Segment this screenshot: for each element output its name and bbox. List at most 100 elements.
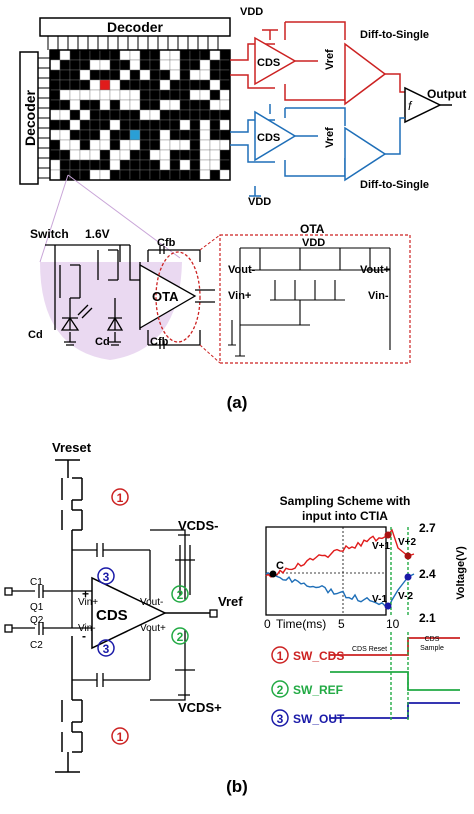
pixel-cell bbox=[59, 159, 71, 171]
pixel-cell bbox=[209, 159, 221, 171]
pixel-cell bbox=[119, 109, 131, 121]
c1-label: C1 bbox=[30, 577, 43, 588]
output-buffer-symbol: f bbox=[408, 99, 413, 113]
pixel-cell bbox=[209, 149, 221, 161]
pixel-cell bbox=[199, 109, 211, 121]
pixel-cell bbox=[139, 89, 151, 101]
pixel-cell bbox=[99, 59, 111, 71]
red-trace bbox=[265, 528, 415, 578]
pixel-cell bbox=[139, 139, 151, 151]
pixel-cell bbox=[109, 69, 121, 81]
pixel-cell bbox=[139, 129, 151, 141]
minus-sign: - bbox=[82, 629, 86, 643]
pixel-cell bbox=[109, 119, 121, 131]
pixel-cell bbox=[69, 69, 81, 81]
pixel-cell bbox=[129, 149, 141, 161]
pixel-cell bbox=[219, 89, 231, 101]
pixel-cell bbox=[89, 109, 101, 121]
pixel-cell bbox=[89, 59, 101, 71]
pixel-cell bbox=[79, 49, 91, 61]
pixel-cell bbox=[79, 139, 91, 151]
bottom-switches bbox=[55, 636, 83, 773]
pixel-cell bbox=[209, 109, 221, 121]
pixel-cell bbox=[169, 79, 181, 91]
pixel-cell bbox=[119, 159, 131, 171]
pixel-cell bbox=[189, 79, 201, 91]
pixel-cell bbox=[129, 99, 141, 111]
pixel-cell bbox=[209, 69, 221, 81]
cds-sample-line1: CDS bbox=[425, 636, 440, 643]
switch-markers: 1 1 3 3 2 2 bbox=[97, 488, 189, 745]
pixel-cell bbox=[79, 159, 91, 171]
pixel-cell bbox=[209, 89, 221, 101]
pixel-cell bbox=[179, 99, 191, 111]
pixel-cell bbox=[139, 169, 151, 181]
pixel-cell bbox=[219, 49, 231, 61]
panel-a: Decoder Decoder VDD CDS Vref Diff-to-Sin… bbox=[19, 6, 466, 412]
pixel-cell bbox=[69, 109, 81, 121]
ota-vin-minus: Vin- bbox=[368, 290, 389, 302]
pixel-cell bbox=[129, 139, 141, 151]
pixel-cell bbox=[169, 69, 181, 81]
vdd-bottom-label: VDD bbox=[248, 196, 271, 208]
pixel-cell bbox=[179, 59, 191, 71]
pixel-cell bbox=[199, 119, 211, 131]
pixel-cell bbox=[59, 109, 71, 121]
pixel-cell bbox=[109, 79, 121, 91]
sw-out-wave bbox=[330, 702, 460, 719]
pixel-cell bbox=[59, 119, 71, 131]
pixel-cell bbox=[169, 149, 181, 161]
pixel-cell bbox=[219, 169, 231, 181]
pixel-cell bbox=[99, 139, 111, 151]
ota-vdd-label: VDD bbox=[302, 237, 325, 249]
pixel-cell bbox=[199, 89, 211, 101]
pixel-cell bbox=[119, 49, 131, 61]
pixel-cell bbox=[109, 139, 121, 151]
cd-left-label: Cd bbox=[28, 329, 43, 341]
marker-1-bottom: 1 bbox=[117, 730, 124, 744]
marker-2-bottom: 2 bbox=[177, 630, 184, 644]
pixel-cell bbox=[89, 69, 101, 81]
pixel-cell bbox=[149, 129, 161, 141]
c2-label: C2 bbox=[30, 640, 43, 651]
pixel-cell bbox=[49, 99, 61, 111]
pixel-cell bbox=[119, 99, 131, 111]
pixel-cell bbox=[169, 119, 181, 131]
caption-a: (a) bbox=[227, 393, 248, 412]
ota-block-label: OTA bbox=[152, 289, 179, 304]
pixel-cell bbox=[149, 89, 161, 101]
pixel-cell bbox=[49, 59, 61, 71]
pixel-cell bbox=[79, 99, 91, 111]
blue-trace bbox=[265, 571, 415, 610]
ota-title: OTA bbox=[300, 222, 325, 236]
pixel-cell bbox=[109, 49, 121, 61]
pixel-cell bbox=[109, 99, 121, 111]
pixel-cell bbox=[179, 109, 191, 121]
point-v-plus1: V+1 bbox=[372, 541, 391, 552]
pixel-cell bbox=[129, 59, 141, 71]
pixel-cell bbox=[59, 79, 71, 91]
pixel-cell bbox=[99, 109, 111, 121]
pixel-cell bbox=[99, 89, 111, 101]
sw-out-marker: 3 bbox=[277, 712, 284, 726]
point-v-minus2: V-2 bbox=[398, 591, 413, 602]
pixel-cell bbox=[179, 159, 191, 171]
pixel-cell bbox=[49, 139, 61, 151]
pixel-cell bbox=[59, 139, 71, 151]
pixel-cell bbox=[59, 49, 71, 61]
left-decoder-ticks bbox=[38, 57, 50, 179]
vout-minus-label: Vout- bbox=[140, 597, 163, 608]
vcds-plus-label: VCDS+ bbox=[178, 700, 222, 715]
pixel-cell bbox=[209, 79, 221, 91]
pixel-cell bbox=[79, 69, 91, 81]
pixel-cell bbox=[159, 69, 171, 81]
pixel-cell bbox=[219, 119, 231, 131]
sw-cds-marker: 1 bbox=[277, 649, 284, 663]
x-tick-0: 0 bbox=[264, 617, 271, 631]
pixel-cell bbox=[119, 89, 131, 101]
pixel-cell bbox=[199, 49, 211, 61]
pixel-cell bbox=[189, 129, 201, 141]
cds-top-label: CDS bbox=[257, 57, 280, 69]
pixel-cell bbox=[129, 159, 141, 171]
